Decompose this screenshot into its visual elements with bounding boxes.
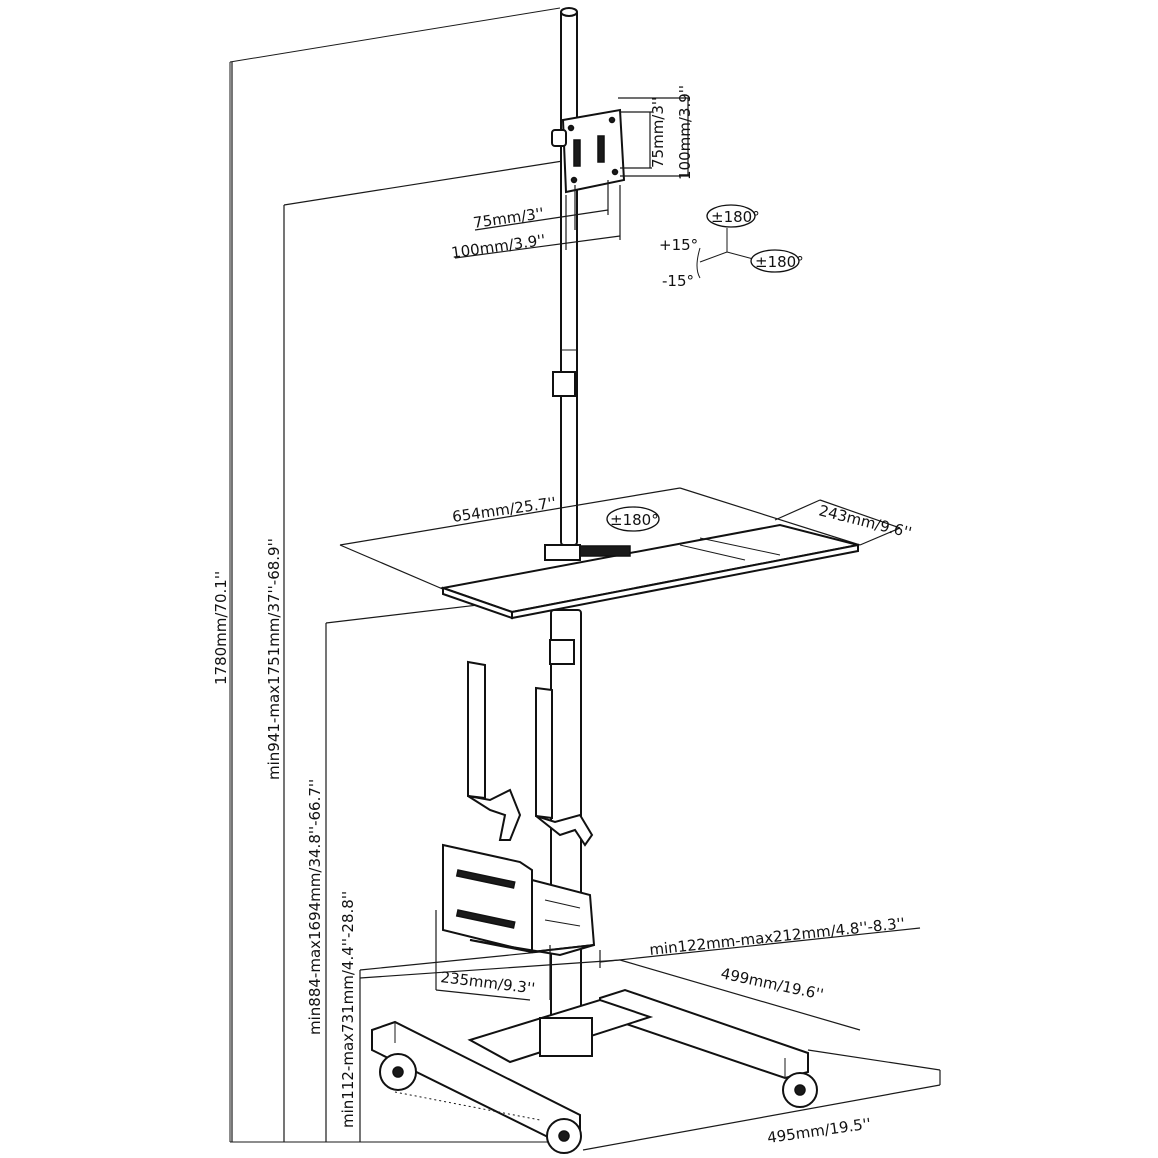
vesa-v-100-label: 100mm/3.9'' [676, 85, 694, 180]
vesa-vertical-dims [618, 97, 690, 177]
caster-wheels [379, 1053, 818, 1154]
cpu-width-label: min122mm-max212mm/4.8''-8.3'' [649, 914, 906, 959]
vesa-h-75-label: 75mm/3'' [472, 204, 545, 232]
tray-width-label: 654mm/25.7'' [451, 494, 557, 526]
work-tray [439, 523, 859, 620]
cpu-height-label: min112-max731mm/4.4''-28.8'' [339, 891, 357, 1128]
monitor-height-label: min941-max1751mm/37''-68.9'' [265, 538, 283, 780]
tray-rotation-label: ±180° [610, 511, 659, 529]
vesa-v-75-label: 75mm/3'' [649, 97, 667, 168]
cpu-holder [442, 660, 596, 957]
swivel-label: ±180° [711, 208, 760, 226]
rotation-axes-icon [696, 204, 800, 279]
tray-dimension-lines [339, 487, 901, 591]
tray-height-label: min884-max1694mm/34.8''-66.7'' [306, 779, 324, 1035]
rotate-label: ±180° [755, 253, 804, 271]
cpu-dimension-lines [435, 910, 921, 1001]
tilt-up-label: +15° [659, 236, 698, 254]
base-depth-label: 499mm/19.6'' [719, 964, 825, 1003]
tray-rotation-ellipse [606, 506, 660, 532]
base-width-label: 495mm/19.5'' [766, 1115, 872, 1147]
base-frame [371, 988, 809, 1143]
cpu-depth-label: 235mm/9.3'' [440, 968, 537, 997]
cable-clip-upper [552, 371, 576, 397]
vesa-horizontal-dims [454, 180, 621, 259]
wall-outline [229, 7, 561, 1143]
tilt-down-label: -15° [662, 272, 694, 290]
height-dimension-lines [231, 62, 621, 1142]
cable-clip-lower [549, 639, 575, 665]
base-dimension-lines [359, 959, 941, 1151]
vesa-h-100-label: 100mm/3.9'' [450, 231, 547, 262]
total-height-label: 1780mm/70.1'' [212, 571, 230, 685]
vesa-mount-plate [551, 108, 626, 194]
